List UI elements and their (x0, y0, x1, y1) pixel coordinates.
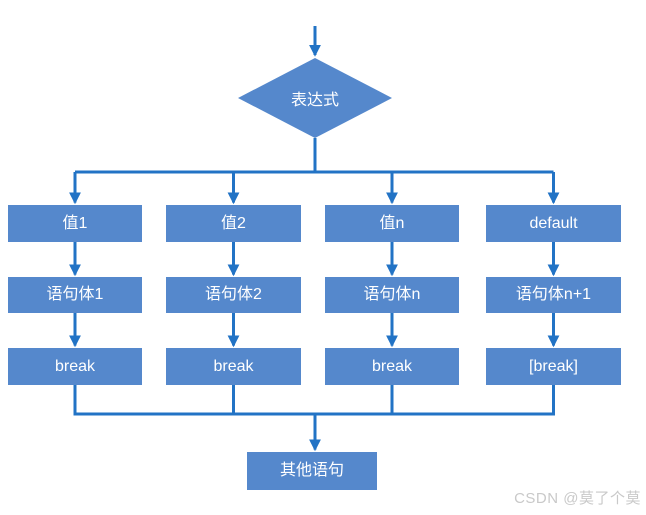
node-break-2: break (166, 348, 301, 385)
watermark: CSDN @莫了个莫 (514, 490, 641, 507)
node-value-2: 值2 (166, 205, 301, 242)
node-body-n: 语句体n (325, 277, 459, 313)
node-body-n-plus-1: 语句体n+1 (486, 277, 621, 313)
node-break-optional: [break] (486, 348, 621, 385)
node-body-2: 语句体2 (166, 277, 301, 313)
node-break-1: break (8, 348, 142, 385)
connector-group (69, 26, 560, 452)
node-break-n: break (325, 348, 459, 385)
decision-diamond-shape (238, 58, 392, 138)
node-value-n: 值n (325, 205, 459, 242)
node-body-1: 语句体1 (8, 277, 142, 313)
node-value-1: 值1 (8, 205, 142, 242)
node-other-statements: 其他语句 (247, 452, 377, 490)
decision-expression-label: 表达式 (290, 92, 339, 109)
node-default: default (486, 205, 621, 242)
